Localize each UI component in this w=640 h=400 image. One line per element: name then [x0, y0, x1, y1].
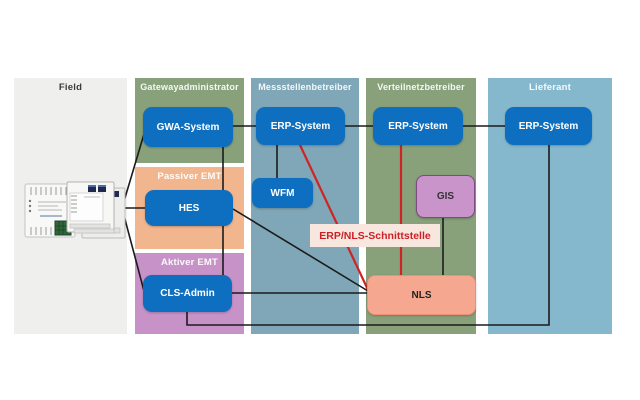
panel-messstellenbetreiber-label: Messstellenbetreiber [258, 82, 352, 92]
node-erp-msb-label: ERP-System [270, 120, 331, 132]
edge-field-to-cls [121, 207, 145, 292]
node-erp-system-lieferant: ERP-System [505, 107, 592, 145]
panel-verteilnetzbetreiber-label: Verteilnetzbetreiber [377, 82, 465, 92]
node-hes-label: HES [178, 202, 200, 214]
node-gwa-system-label: GWA-System [156, 121, 220, 133]
panel-field-label: Field [58, 82, 83, 93]
panel-gatewayadministrator-label: Gatewayadministrator [140, 82, 239, 92]
field-devices-image [24, 181, 126, 239]
node-gwa-system: GWA-System [143, 107, 233, 147]
edge-cls-to-erp-lief [186, 145, 550, 326]
panel-passiver-emt-label: Passiver EMT [157, 171, 222, 182]
node-gis-label: GIS [436, 191, 455, 202]
node-hes: HES [145, 190, 233, 226]
edge-hes-to-nls [232, 208, 369, 292]
node-nls-label: NLS [411, 289, 432, 301]
node-erp-lief-label: ERP-System [518, 120, 579, 132]
erp-nls-interface-label: ERP/NLS-Schnittstelle [310, 224, 440, 247]
node-cls-admin-label: CLS-Admin [160, 288, 215, 299]
node-wfm: WFM [252, 178, 313, 208]
panel-lieferant-label: Lieferant [529, 82, 571, 93]
node-wfm-label: WFM [270, 187, 295, 199]
panel-aktiver-emt-label: Aktiver EMT [160, 257, 219, 268]
node-gis: GIS [416, 175, 475, 218]
node-cls-admin: CLS-Admin [143, 275, 232, 312]
edge-field-to-gwa [121, 133, 145, 209]
node-erp-vnb-label: ERP-System [388, 120, 448, 132]
node-erp-system-verteilnetzbetreiber: ERP-System [373, 107, 463, 145]
edge-erp-msb-to-nls-red [299, 144, 370, 293]
gateway-device-image [66, 181, 126, 239]
node-erp-system-messstellenbetreiber: ERP-System [256, 107, 345, 145]
node-nls: NLS [367, 275, 476, 315]
